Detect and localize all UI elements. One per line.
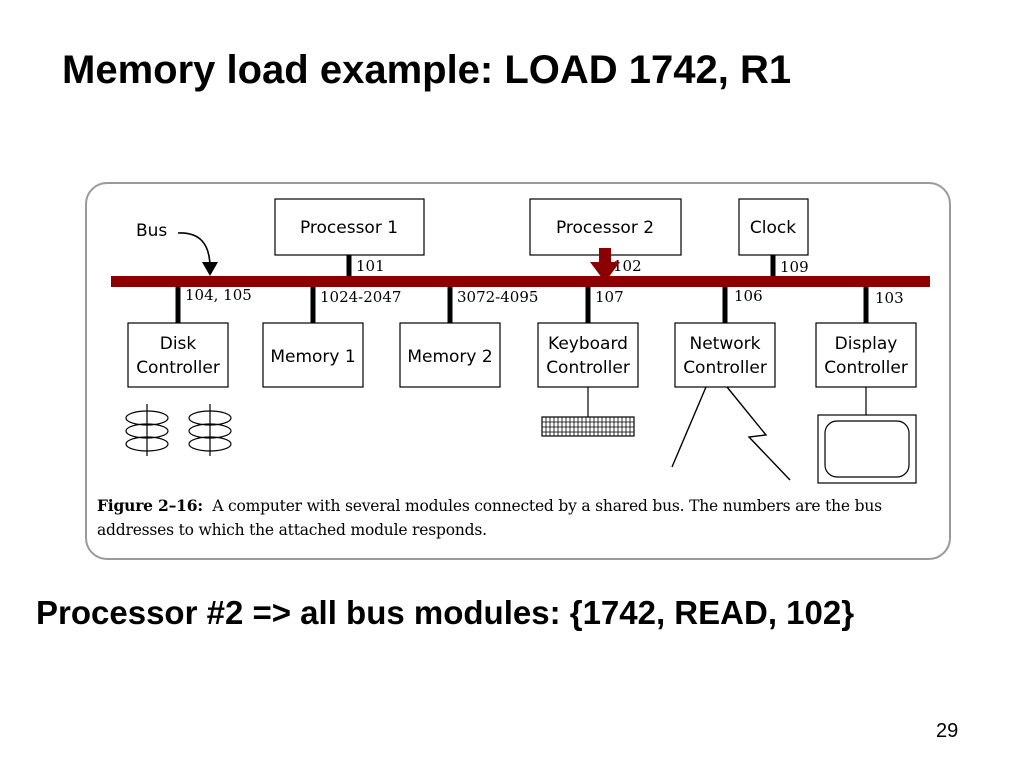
network-controller-label-line1: Network bbox=[690, 334, 761, 354]
network-controller-label-line2: Controller bbox=[683, 358, 767, 378]
disk-controller-box bbox=[127, 322, 229, 388]
memory-2-box bbox=[399, 322, 501, 388]
processor-1-address: 101 bbox=[356, 257, 385, 275]
figure-caption: Figure 2–16: A computer with several mod… bbox=[97, 494, 945, 542]
disk-controller-label-line2: Controller bbox=[136, 358, 220, 378]
memory-2-label: Memory 2 bbox=[407, 347, 492, 367]
processor-1-label: Processor 1 bbox=[300, 218, 398, 238]
keyboard-controller-address: 107 bbox=[595, 288, 624, 306]
clock-address: 109 bbox=[780, 258, 809, 276]
processor-2-send-arrowhead bbox=[590, 262, 620, 282]
keyboard-controller-label-line2: Controller bbox=[546, 358, 630, 378]
disk-controller-address: 104, 105 bbox=[185, 286, 252, 304]
display-controller-label-line1: Display bbox=[835, 334, 898, 354]
network-controller-address: 106 bbox=[734, 287, 763, 305]
keyboard-controller-label-line1: Keyboard bbox=[548, 334, 628, 354]
network-link-icon bbox=[671, 386, 791, 481]
processor-2-label: Processor 2 bbox=[556, 218, 654, 238]
bus-label: Bus bbox=[136, 221, 167, 241]
display-controller-label-line2: Controller bbox=[824, 358, 908, 378]
page-number: 29 bbox=[936, 720, 959, 742]
bus-pointer-arrowhead bbox=[202, 262, 218, 276]
monitor-icon bbox=[817, 414, 917, 484]
slide-title: Memory load example: LOAD 1742, R1 bbox=[62, 48, 792, 92]
keyboard-controller-box bbox=[537, 322, 639, 388]
clock-box bbox=[738, 198, 809, 256]
memory-1-address: 1024-2047 bbox=[320, 288, 401, 306]
processor-2-address: 102 bbox=[613, 257, 642, 275]
disk-drive-icon bbox=[188, 404, 232, 456]
memory-1-label: Memory 1 bbox=[270, 347, 355, 367]
figure-caption-label: Figure 2–16: bbox=[97, 496, 203, 515]
disk-drive-icon bbox=[125, 404, 169, 456]
bus-bar bbox=[111, 276, 930, 287]
memory-2-address: 3072-4095 bbox=[457, 288, 538, 306]
processor-2-send-arrow-shaft bbox=[599, 248, 611, 264]
clock-label: Clock bbox=[750, 218, 796, 238]
bus-message-statement: Processor #2 => all bus modules: {1742, … bbox=[36, 594, 855, 631]
disk-controller-label-line1: Disk bbox=[160, 334, 197, 354]
network-controller-box bbox=[674, 322, 776, 388]
figure-caption-text: A computer with several modules connecte… bbox=[97, 497, 882, 539]
display-controller-address: 103 bbox=[875, 289, 904, 307]
memory-1-box bbox=[262, 322, 364, 388]
processor-2-box bbox=[529, 198, 682, 256]
keyboard-icon bbox=[541, 416, 635, 437]
display-controller-box bbox=[815, 322, 917, 388]
